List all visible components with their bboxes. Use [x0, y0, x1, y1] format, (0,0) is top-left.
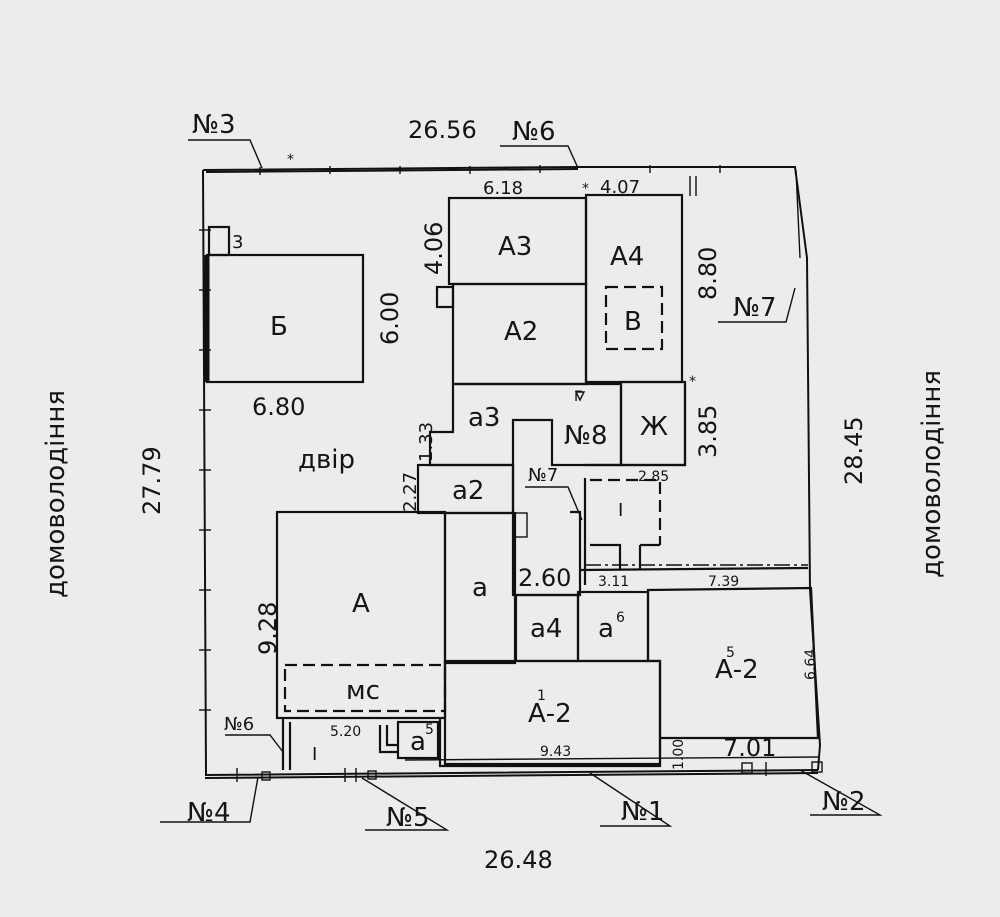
dim-880: 8.80: [694, 247, 722, 300]
dim-520: 5.20: [330, 724, 361, 740]
label-n3: №3: [192, 110, 236, 140]
dim-407: 4.07: [600, 177, 640, 198]
room-label-a4: А4: [610, 242, 644, 272]
room-label-a2: А2: [504, 317, 538, 347]
cellar-v: [604, 285, 664, 351]
room-label-a5-2: А-2: [715, 655, 759, 685]
room-label-zh: Ж: [640, 412, 668, 442]
dim-928: 9.28: [254, 602, 282, 655]
room-label-latrine-2: I: [618, 500, 623, 521]
room-label-ms: мс: [346, 676, 380, 706]
room-a4: [584, 193, 684, 384]
dim-385: 3.85: [694, 405, 722, 458]
room-label-a3: А3: [498, 232, 532, 262]
room-label-g: Г: [574, 389, 583, 405]
dim-664: 6.64: [803, 649, 819, 680]
dim-left: 27.79: [138, 446, 166, 515]
dim-100: 1.00: [671, 739, 687, 770]
room-label-sa5-sup: 5: [425, 722, 434, 738]
dim-311: 3.11: [598, 574, 629, 590]
room-label-v: В: [624, 307, 642, 337]
gate-mark-top: *: [287, 152, 294, 168]
label-n6-left: №6: [224, 714, 254, 735]
room-label-sa6: а: [598, 614, 614, 644]
label-n8: №8: [564, 421, 608, 451]
label-n1: №1: [621, 797, 665, 827]
dim-b-width: 6.80: [252, 393, 305, 421]
label-n7-right: №7: [733, 293, 777, 323]
label-n2: №2: [822, 787, 866, 817]
dim-227: 2.27: [400, 472, 421, 512]
dim-739: 7.39: [708, 574, 739, 590]
room-sa: [443, 511, 517, 665]
room-label-sa3: а3: [468, 403, 500, 433]
room-label-a: А: [352, 589, 370, 619]
room-label-a5-sup: 5: [726, 645, 735, 661]
room-label-shed-3: 3: [232, 232, 243, 253]
room-label-sa: а: [472, 573, 488, 603]
buildings: [204, 193, 821, 770]
room-sa5: [396, 720, 440, 760]
room-label-a1-2: А-2: [528, 699, 572, 729]
gate-mark-top-2: *: [582, 181, 589, 197]
shed-3: [207, 225, 231, 257]
dim-406: 4.06: [420, 222, 448, 275]
room-label-latrine: I: [312, 744, 317, 765]
dim-943: 9.43: [540, 744, 571, 760]
dim-top: 26.56: [408, 116, 477, 144]
room-label-sa5: а: [410, 727, 426, 757]
dim-b-height: 6.00: [376, 292, 404, 345]
dim-right: 28.45: [840, 416, 868, 485]
label-yard: двір: [298, 445, 355, 475]
dim-285: 2.85: [638, 469, 669, 485]
room-label-sa6-sup: 6: [616, 610, 625, 626]
room-label-a1-sup: 1: [537, 688, 546, 704]
dim-260: 2.60: [518, 564, 571, 592]
room-label-sa2: а2: [452, 476, 484, 506]
label-n6-top: №6: [512, 117, 556, 147]
neighbor-left: домоволодіння: [41, 390, 71, 598]
label-n4: №4: [187, 798, 231, 828]
label-n7-inner: №7: [528, 465, 558, 486]
room-label-sa4: а4: [530, 614, 562, 644]
leader-lines: [160, 139, 883, 831]
dim-618: 6.18: [483, 178, 523, 199]
dim-133: 1.33: [416, 422, 437, 462]
neighbor-right: домоволодіння: [917, 370, 947, 578]
room-label-b: Б: [270, 312, 288, 342]
dim-701: 7.01: [723, 734, 776, 762]
room-a1-2: [443, 659, 662, 766]
gate-mark-right: *: [689, 374, 696, 390]
dim-bottom: 26.48: [484, 846, 553, 874]
label-n5: №5: [386, 803, 430, 833]
